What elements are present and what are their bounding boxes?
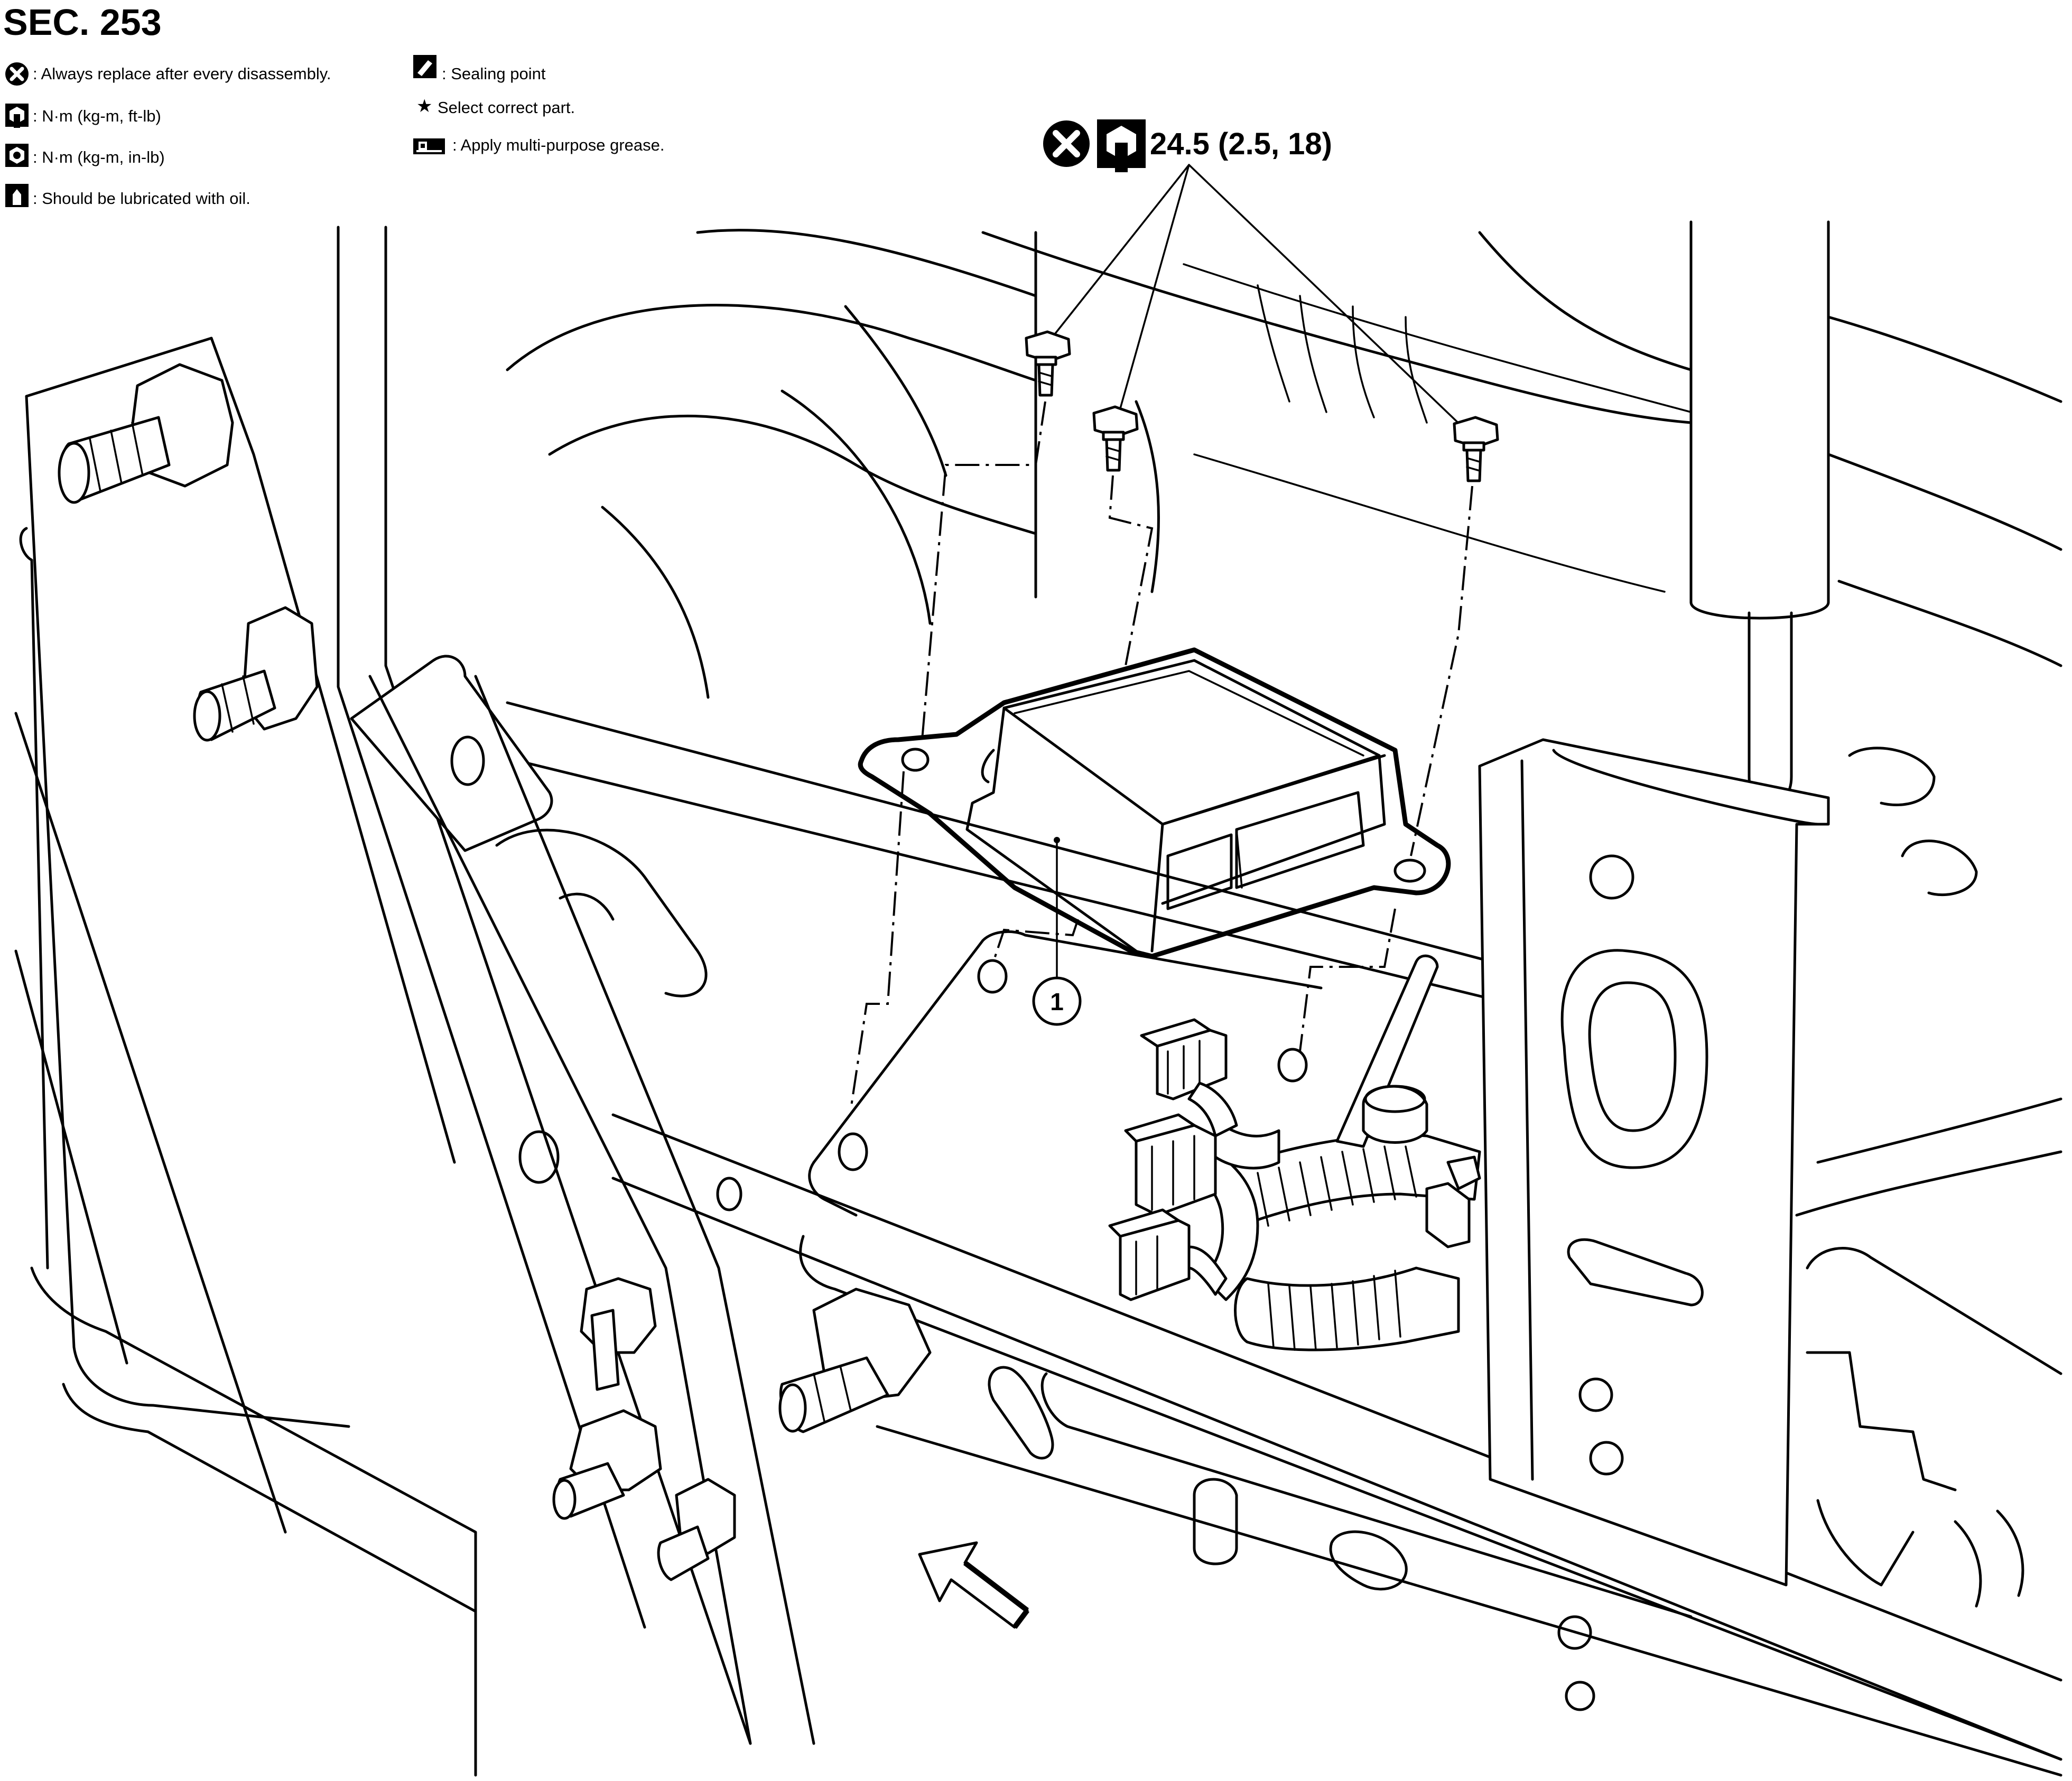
svg-text:: Apply multi-purpose grease.: : Apply multi-purpose grease. [452,136,665,154]
svg-text:: Should be lubricated with oi: : Should be lubricated with oil. [33,189,250,208]
sensor-unit-module [858,647,1451,978]
oil-can-icon [5,184,29,207]
section-title: SEC. 253 [3,2,162,43]
torque-value: 24.5 (2.5, 18) [1150,127,1332,161]
legend-torque-ftlb: : N·m (kg-m, ft-lb) [5,104,161,128]
torque-wrench-small-icon [5,144,29,167]
mounting-bolt-1 [1025,330,1071,397]
svg-text:1: 1 [1050,988,1064,1015]
installation-lines [850,401,1473,1110]
legend-select: ★ Select correct part. [416,96,575,117]
mounting-bolt-2 [1092,405,1139,472]
svg-text:: N·m (kg-m, ft-lb): : N·m (kg-m, ft-lb) [33,107,161,125]
wire-harness [1108,954,1481,1351]
grease-icon [413,138,445,154]
svg-text:Select correct part.: Select correct part. [438,98,575,117]
legend-grease: : Apply multi-purpose grease. [413,136,665,154]
floor-mounting-holes [838,959,1308,1171]
svg-text:: N·m (kg-m, in-lb): : N·m (kg-m, in-lb) [33,148,165,166]
x-circle-icon [5,62,29,86]
callout-1: 1 [1032,976,1082,1026]
torque-wrench-icon [1097,119,1146,172]
legend-lubricate: : Should be lubricated with oil. [5,184,250,208]
legend-sealing: : Sealing point [413,55,546,83]
torque-wrench-icon [5,104,29,128]
torque-callout: 24.5 (2.5, 18) [1043,119,1470,434]
legend-torque-inlb: : N·m (kg-m, in-lb) [5,144,165,167]
svg-text:: Sealing point: : Sealing point [442,64,546,83]
front-direction-arrow-icon [918,1541,1029,1629]
x-circle-icon [1043,120,1090,167]
mounting-bolt-3 [1453,416,1499,482]
sealing-point-icon [413,55,436,78]
svg-text:: Always replace after every d: : Always replace after every disassembly… [33,64,331,83]
stud-bolts [58,363,932,1581]
star-icon: ★ [416,96,432,117]
vehicle-body-structure [14,220,2062,1777]
legend-replace: : Always replace after every disassembly… [5,62,331,86]
